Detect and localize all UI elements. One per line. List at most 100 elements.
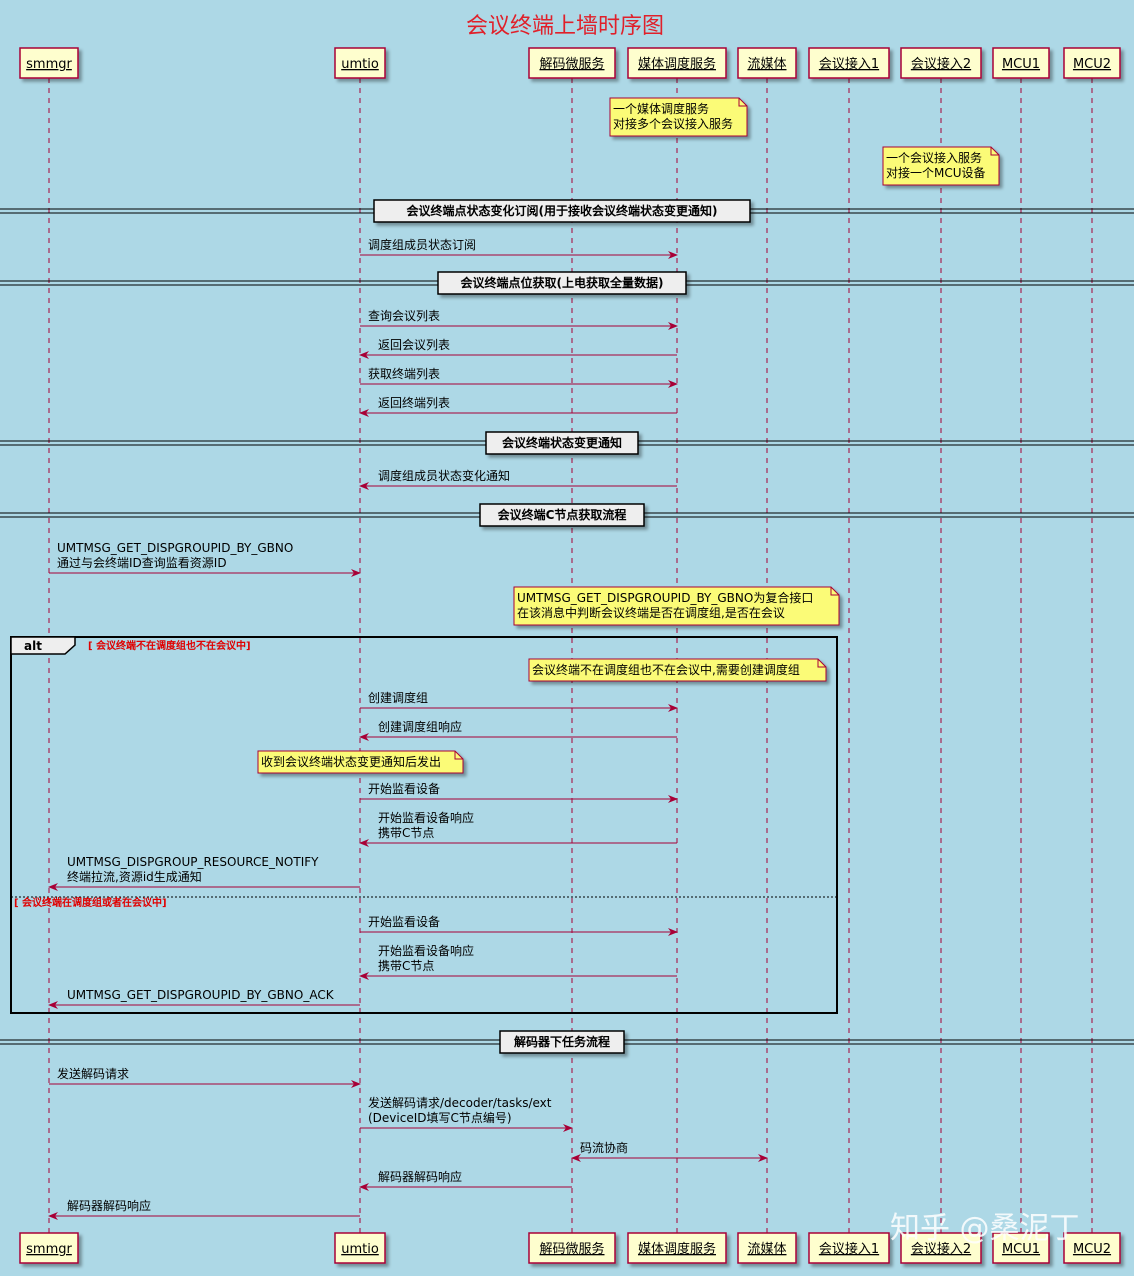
message-label: 开始监看设备 <box>368 782 440 796</box>
message-m9: 创建调度组响应 <box>359 719 677 741</box>
message-label: UMTMSG_GET_DISPGROUPID_BY_GBNO_ACK <box>67 988 335 1002</box>
participant-stream-bottom: 流媒体 <box>737 1232 797 1264</box>
participant-media-bottom: 媒体调度服务 <box>627 1232 727 1264</box>
message-m17: 发送解码请求/decoder/tasks/ext(DeviceID填写C节点编号… <box>360 1095 573 1132</box>
participant-label: 会议接入2 <box>911 56 971 72</box>
message-m5: 返回终端列表 <box>359 395 677 417</box>
message-label: 发送解码请求 <box>57 1066 129 1081</box>
participant-label: 媒体调度服务 <box>638 56 716 72</box>
message-m1: 调度组成员状态订阅 <box>360 237 678 259</box>
sections: 会议终端点状态变化订阅(用于接收会议终端状态变更通知) 会议终端点位获取(上电获取… <box>0 199 1134 1054</box>
message-label: 开始监看设备 <box>368 915 440 929</box>
message-m18: 码流协商 <box>571 1140 768 1162</box>
message-label: 发送解码请求/decoder/tasks/ext <box>368 1095 552 1110</box>
participant-label: MCU1 <box>1002 57 1040 72</box>
message-m2: 查询会议列表 <box>360 309 678 330</box>
message-m8: 创建调度组 <box>360 690 678 712</box>
message-label: UMTMSG_GET_DISPGROUPID_BY_GBNO <box>57 541 293 555</box>
participant-label: 解码微服务 <box>539 1241 604 1257</box>
section-divider: 解码器下任务流程 <box>0 1030 1134 1054</box>
participant-label: MCU2 <box>1073 1242 1111 1257</box>
section-label: 会议终端点状态变化订阅(用于接收会议终端状态变更通知) <box>407 203 718 218</box>
section-divider: 会议终端状态变更通知 <box>0 431 1134 455</box>
message-label: 终端拉流,资源id生成通知 <box>67 869 202 884</box>
message-label: UMTMSG_DISPGROUP_RESOURCE_NOTIFY <box>67 855 319 869</box>
note-n5: 收到会议终端状态变更通知后发出 <box>257 750 464 774</box>
participant-conf1-bottom: 会议接入1 <box>808 1232 890 1264</box>
section-divider: 会议终端点位获取(上电获取全量数据) <box>0 271 1134 295</box>
section-divider: 会议终端点状态变化订阅(用于接收会议终端状态变更通知) <box>0 199 1134 223</box>
note-n4: 会议终端不在调度组也不在会议中,需要创建调度组 <box>528 658 827 682</box>
note-text: 一个媒体调度服务 <box>613 101 709 116</box>
message-m12: UMTMSG_DISPGROUP_RESOURCE_NOTIFY终端拉流,资源i… <box>48 855 360 891</box>
participants-top: smmgr umtio 解码微服务 媒体调度服务 流媒体 会议接入1 会议接入2 MCU1 MC… <box>19 47 1121 79</box>
section-label: 会议终端C节点获取流程 <box>498 507 627 522</box>
participant-label: smmgr <box>26 1242 72 1257</box>
alt-keyword: alt <box>24 639 42 653</box>
message-label: 调度组成员状态变化通知 <box>378 468 510 483</box>
message-label: 创建调度组响应 <box>378 719 462 734</box>
message-m10: 开始监看设备 <box>360 782 678 803</box>
section-divider: 会议终端C节点获取流程 <box>0 503 1134 527</box>
participant-smmgr-bottom: smmgr <box>19 1232 79 1264</box>
message-label: 返回终端列表 <box>378 395 450 410</box>
message-m20: 解码器解码响应 <box>48 1198 360 1220</box>
participant-umtio-bottom: umtio <box>334 1232 386 1264</box>
note-text: 一个会议接入服务 <box>886 150 982 165</box>
diagram-title: 会议终端上墙时序图 <box>466 14 664 39</box>
note-text: 在该消息中判断会议终端是否在调度组,是否在会议 <box>517 605 785 620</box>
participant-label: 会议接入1 <box>819 56 879 72</box>
message-m15: UMTMSG_GET_DISPGROUPID_BY_GBNO_ACK <box>48 988 360 1009</box>
notes: 一个媒体调度服务对接多个会议接入服务一个会议接入服务对接一个MCU设备UMTMS… <box>257 97 1000 774</box>
message-label: 获取终端列表 <box>368 366 440 381</box>
message-m4: 获取终端列表 <box>360 366 678 388</box>
message-label: 查询会议列表 <box>368 309 440 323</box>
message-label: 码流协商 <box>580 1140 628 1155</box>
participant-label: 流媒体 <box>747 1242 786 1257</box>
participant-mcu2-bottom: MCU2 <box>1063 1232 1121 1264</box>
participant-conf2-bottom: 会议接入2 <box>900 1232 982 1264</box>
message-label: 携带C节点 <box>378 825 434 840</box>
message-label: 开始监看设备响应 <box>378 810 474 825</box>
participant-label: 会议接入1 <box>819 1241 879 1257</box>
participant-label: 会议接入2 <box>911 1241 971 1257</box>
note-text: 收到会议终端状态变更通知后发出 <box>261 754 441 769</box>
section-label: 会议终端状态变更通知 <box>502 435 622 450</box>
message-label: 解码器解码响应 <box>67 1198 151 1213</box>
message-m3: 返回会议列表 <box>359 338 677 359</box>
participant-smmgr-top: smmgr <box>19 47 79 79</box>
participant-label: 解码微服务 <box>539 56 604 72</box>
message-label: 调度组成员状态订阅 <box>368 237 476 252</box>
participant-mcu2-top: MCU2 <box>1063 47 1121 79</box>
alt-group: alt [ 会议终端不在调度组也不在会议中] [ 会议终端在调度组或者在会议中] <box>10 636 838 1014</box>
participant-conf1-top: 会议接入1 <box>808 47 890 79</box>
note-text: UMTMSG_GET_DISPGROUPID_BY_GBNO为复合接口 <box>517 590 813 605</box>
section-label: 解码器下任务流程 <box>514 1034 610 1049</box>
message-m16: 发送解码请求 <box>49 1066 361 1088</box>
alt-condition-1: [ 会议终端不在调度组也不在会议中] <box>88 639 251 652</box>
message-label: 返回会议列表 <box>378 338 450 352</box>
participant-umtio-top: umtio <box>334 47 386 79</box>
watermark: 知乎 @桑泥丁 <box>890 1211 1080 1246</box>
alt-frame <box>10 636 838 1014</box>
participant-label: umtio <box>341 57 379 72</box>
section-label: 会议终端点位获取(上电获取全量数据) <box>461 275 664 290</box>
message-m13: 开始监看设备 <box>360 915 678 936</box>
participant-decoder-bottom: 解码微服务 <box>528 1232 616 1264</box>
participant-media-top: 媒体调度服务 <box>627 47 727 79</box>
note-n3: UMTMSG_GET_DISPGROUPID_BY_GBNO为复合接口在该消息中… <box>513 586 840 626</box>
message-label: 开始监看设备响应 <box>378 943 474 958</box>
participant-stream-top: 流媒体 <box>737 47 797 79</box>
alt-condition-2: [ 会议终端在调度组或者在会议中] <box>14 896 167 909</box>
participant-label: smmgr <box>26 57 72 72</box>
participant-label: MCU2 <box>1073 57 1111 72</box>
note-text: 对接一个MCU设备 <box>886 165 986 180</box>
message-label: 创建调度组 <box>368 690 428 705</box>
participant-conf2-top: 会议接入2 <box>900 47 982 79</box>
participant-mcu1-bottom: MCU1 <box>992 1232 1050 1264</box>
participant-mcu1-top: MCU1 <box>992 47 1050 79</box>
alt-tab <box>10 636 76 655</box>
